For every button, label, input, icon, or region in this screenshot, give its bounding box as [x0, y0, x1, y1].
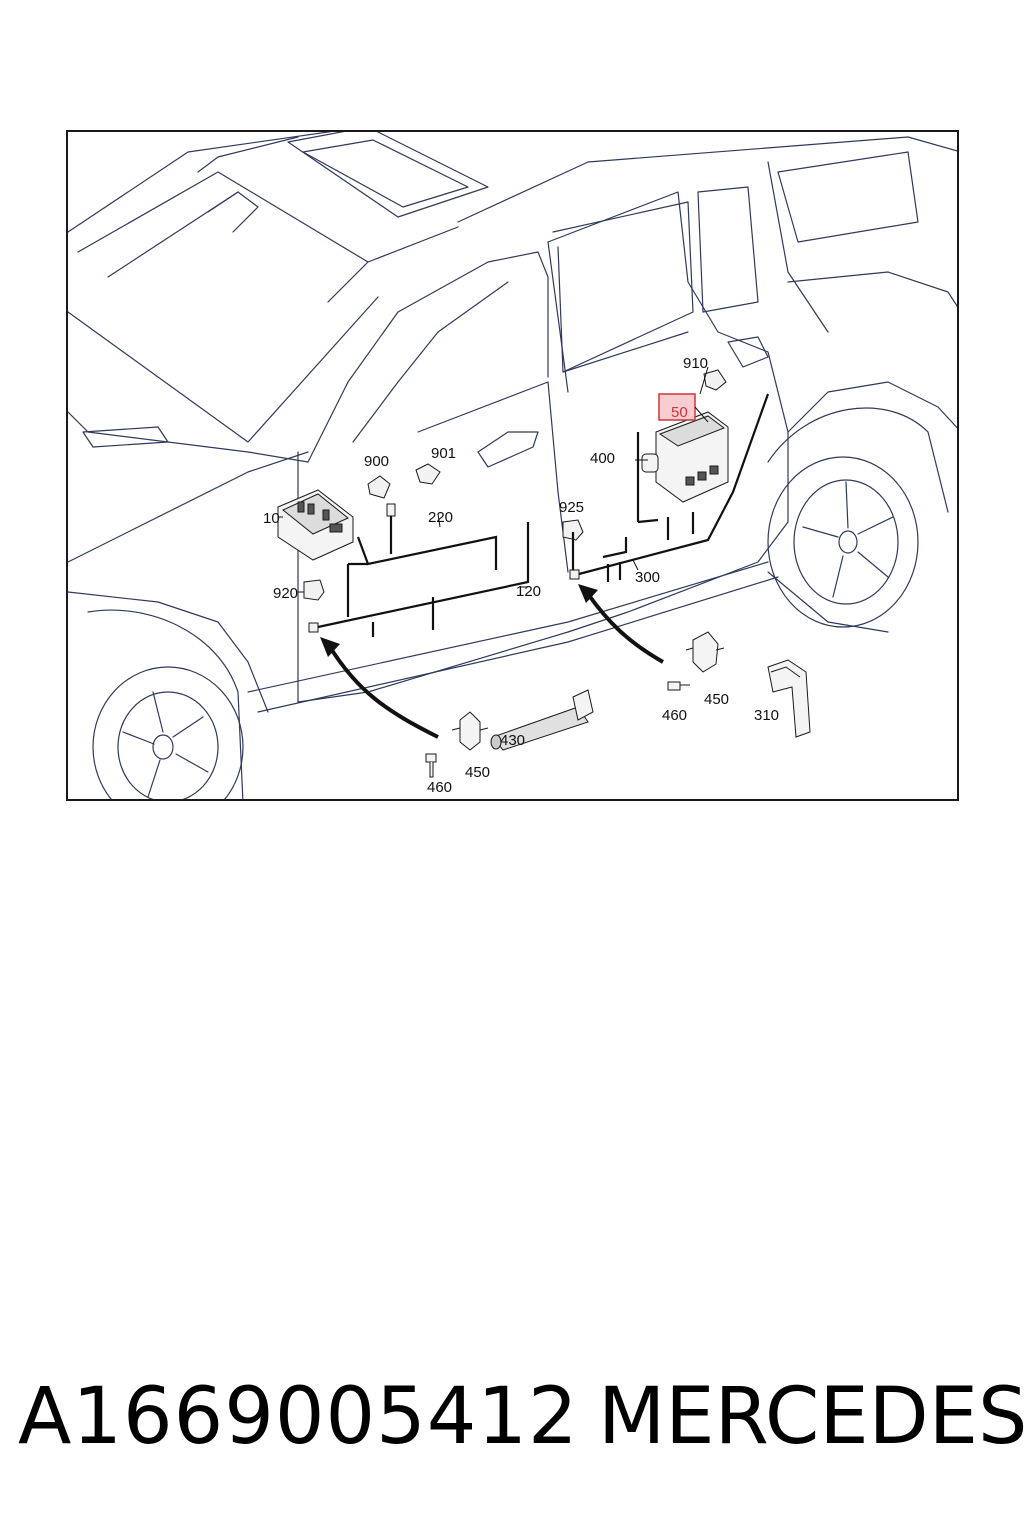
- rear-hose-part: [767, 659, 811, 738]
- callout-450-rear: 450: [704, 691, 729, 708]
- callout-50: 50: [671, 404, 688, 421]
- front-wiring-harness: [317, 516, 530, 637]
- callout-901: 901: [431, 445, 456, 462]
- brand-name: MERCEDES: [598, 1372, 1024, 1462]
- callout-310: 310: [754, 707, 779, 724]
- vehicle-outline: [68, 132, 957, 799]
- parts-diagram: 910 50 400 900 901 925 10 220 920 120 30…: [68, 132, 957, 799]
- rear-door-control-module: [641, 411, 729, 503]
- diagram-frame: 910 50 400 900 901 925 10 220 920 120 30…: [66, 130, 959, 801]
- front-hardware: [425, 631, 725, 778]
- front-door-control-module: [277, 489, 354, 561]
- callout-120: 120: [516, 583, 541, 600]
- callout-300: 300: [635, 569, 660, 586]
- highlight-box: [658, 393, 696, 421]
- callout-925: 925: [559, 499, 584, 516]
- callout-460-rear: 460: [662, 707, 687, 724]
- rear-wiring-harness: [571, 393, 770, 582]
- callout-460-front: 460: [427, 779, 452, 796]
- callout-920: 920: [273, 585, 298, 602]
- callout-10: 10: [263, 510, 280, 527]
- callout-400: 400: [590, 450, 615, 467]
- connectors: [303, 369, 727, 633]
- footer: A1669005412 MERCEDES: [18, 1372, 1024, 1472]
- callout-430: 430: [500, 732, 525, 749]
- callout-450-front: 450: [465, 764, 490, 781]
- callout-910: 910: [683, 355, 708, 372]
- arrowheads: [320, 584, 598, 657]
- callout-220: 220: [428, 509, 453, 526]
- arrows: [328, 592, 664, 739]
- callout-900: 900: [364, 453, 389, 470]
- leader-lines: [278, 366, 709, 593]
- part-number: A1669005412: [18, 1372, 579, 1462]
